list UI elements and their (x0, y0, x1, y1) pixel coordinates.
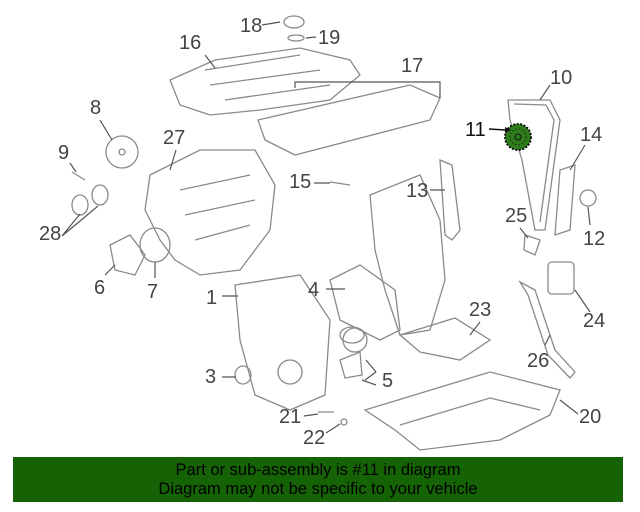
callout-22[interactable]: 22 (303, 427, 325, 449)
callout-10[interactable]: 10 (550, 67, 572, 89)
washer-part (340, 418, 348, 426)
bolt-part (329, 181, 351, 186)
pump-gear-part (339, 351, 363, 379)
callout-23[interactable]: 23 (469, 299, 491, 321)
oil-pump-part (329, 264, 401, 341)
timing-cover-part (234, 274, 331, 411)
sprocket-part (579, 189, 597, 207)
chain-guide-part (439, 158, 461, 241)
callout-24[interactable]: 24 (583, 310, 605, 332)
timing-cover-gasket-part (369, 174, 446, 336)
banner-part-line: Part or sub-assembly is #11 in diagram (175, 461, 461, 479)
dipstick-tube-part (518, 280, 576, 379)
leader-lines (61, 21, 591, 434)
chain-tensioner-part (554, 164, 576, 236)
callout-21[interactable]: 21 (279, 406, 301, 428)
callout-7[interactable]: 7 (147, 281, 158, 303)
oil-cap-seal-part (287, 34, 305, 42)
callout-13[interactable]: 13 (406, 180, 428, 202)
valve-cover-part (169, 47, 361, 116)
flexplate-part (105, 135, 139, 169)
callout-17[interactable]: 17 (401, 55, 423, 77)
oil-filter-part (547, 261, 575, 295)
callout-8[interactable]: 8 (90, 97, 101, 119)
callout-25[interactable]: 25 (505, 205, 527, 227)
callout-9[interactable]: 9 (58, 142, 69, 164)
callout-26[interactable]: 26 (527, 350, 549, 372)
oil-cap-part (283, 15, 305, 29)
bolt-part (71, 171, 86, 181)
callout-labels: 18 19 16 17 10 8 11 27 14 9 15 13 25 12 … (39, 15, 605, 449)
callout-5[interactable]: 5 (382, 370, 393, 392)
oil-pan-part (363, 371, 561, 451)
callout-16[interactable]: 16 (179, 32, 201, 54)
callout-15[interactable]: 15 (289, 171, 311, 193)
camshaft-sprocket-highlighted[interactable] (504, 123, 532, 151)
info-banner: Part or sub-assembly is #11 in diagram D… (13, 457, 623, 502)
callout-6[interactable]: 6 (94, 277, 105, 299)
cover-part (398, 317, 492, 361)
crank-seal-part (234, 365, 252, 385)
gasket-part (139, 227, 171, 263)
callout-20[interactable]: 20 (579, 406, 601, 428)
callout-11[interactable]: 11 (465, 119, 486, 141)
banner-disclaimer-line: Diagram may not be specific to your vehi… (158, 480, 478, 498)
valve-cover-gasket-part (257, 84, 441, 156)
callout-3[interactable]: 3 (205, 366, 216, 388)
callout-4[interactable]: 4 (308, 279, 319, 301)
callout-18[interactable]: 18 (240, 15, 262, 37)
callout-28[interactable]: 28 (39, 223, 61, 245)
callout-27[interactable]: 27 (163, 127, 185, 149)
intake-manifold-part (144, 149, 276, 276)
callout-12[interactable]: 12 (583, 228, 605, 250)
sensor-part (523, 234, 541, 256)
callout-14[interactable]: 14 (580, 124, 602, 146)
callout-19[interactable]: 19 (318, 27, 340, 49)
seal-part (71, 194, 89, 216)
callout-1[interactable]: 1 (206, 287, 217, 309)
